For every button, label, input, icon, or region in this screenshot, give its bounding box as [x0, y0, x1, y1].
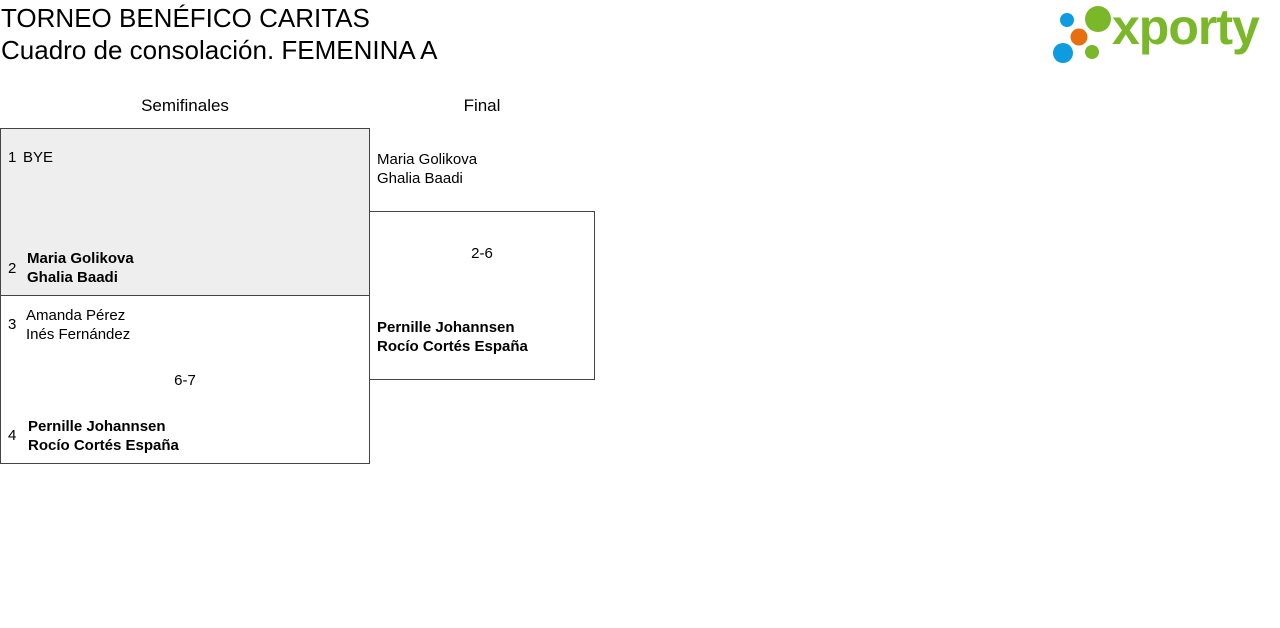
final-match[interactable]: 2-6 Pernille Johannsen Rocío Cortés Espa… — [369, 211, 595, 380]
player-name: Inés Fernández — [26, 326, 131, 343]
draw-subtitle: Cuadro de consolación. FEMENINA A — [1, 35, 438, 65]
team-name: BYE — [23, 149, 54, 166]
player-name: Rocío Cortés España — [28, 437, 179, 454]
match-score: 2-6 — [471, 245, 493, 262]
final-player-name: Maria Golikova — [377, 151, 478, 168]
player-name: Amanda Pérez — [26, 307, 126, 324]
logo-text: xporty — [1112, 0, 1260, 55]
logo-dots-icon — [1053, 6, 1111, 63]
player-name: Maria Golikova — [27, 250, 134, 267]
seed-number: 3 — [8, 316, 17, 333]
player-name: Rocío Cortés España — [377, 338, 528, 355]
match-score: 6-7 — [174, 372, 196, 389]
round-header-final: Final — [463, 96, 501, 115]
final-player-name: Ghalia Baadi — [377, 170, 463, 187]
semifinal-match-1[interactable]: 1 BYE 2 Maria Golikova Ghalia Baadi — [0, 128, 370, 296]
player-name: Ghalia Baadi — [27, 269, 118, 286]
seed-number: 1 — [8, 149, 17, 166]
xporty-logo: xporty — [1050, 0, 1276, 66]
player-name: Pernille Johannsen — [377, 319, 515, 336]
round-header-semifinales: Semifinales — [141, 96, 229, 115]
seed-number: 4 — [8, 427, 17, 444]
seed-number: 2 — [8, 260, 17, 277]
player-name: Pernille Johannsen — [28, 418, 166, 435]
tournament-title: TORNEO BENÉFICO CARITAS — [1, 3, 370, 33]
semifinal-match-2[interactable]: 3 Amanda Pérez Inés Fernández 6-7 4 Pern… — [0, 295, 370, 464]
